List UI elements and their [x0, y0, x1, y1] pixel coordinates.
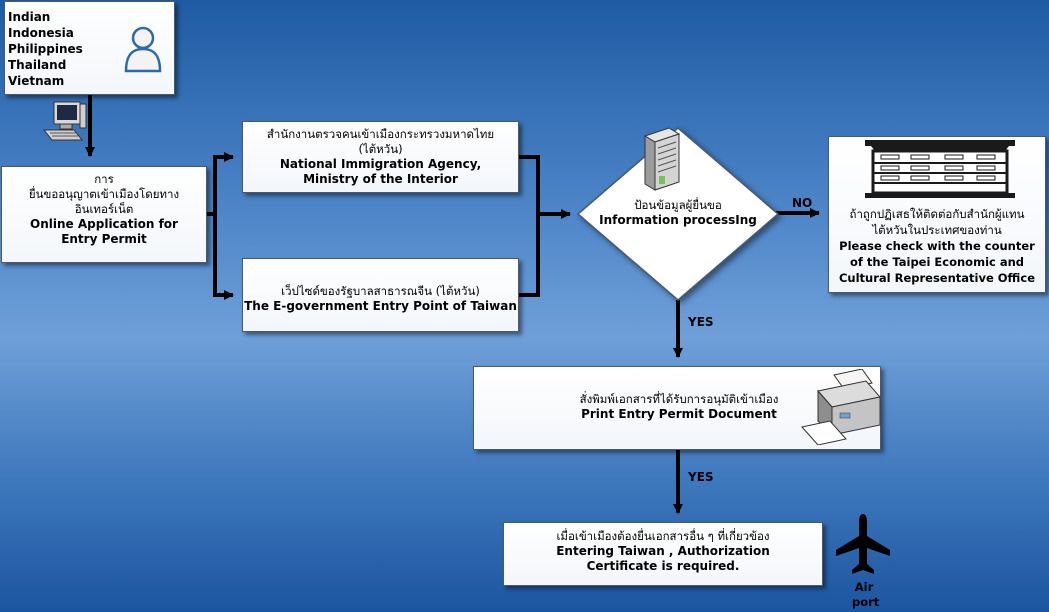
online-english: Online Application for Entry Permit: [30, 217, 178, 246]
arrow-to-egov: [213, 214, 234, 300]
nia-thai-line1: สำนักงานตรวจคนเข้าเมืองกระทรวงมหาดไทย: [266, 127, 495, 141]
connector-egov-out: [519, 214, 540, 297]
countries-box: Indian Indonesia Philippines Thailand Vi…: [4, 1, 175, 95]
printer-icon: [801, 369, 881, 445]
print-thai: สั่งพิมพ์เอกสารที่ได้รับการอนุมัติเข้าเม…: [579, 392, 779, 406]
online-application-box: การ ยื่นขออนุญาตเข้าเมืองโดยทาง อินเทอร์…: [1, 166, 207, 263]
country-item: Vietnam: [8, 74, 65, 88]
building-icon: [865, 140, 1015, 198]
airport-label: Air port: [852, 580, 880, 609]
yes-label-1: YES: [688, 315, 714, 329]
online-thai-line1: การ: [94, 172, 114, 186]
country-item: Indian: [8, 10, 51, 24]
office-thai: ถ้าถูกปฏิเสธให้ติดต่อกับสำนักผู้แทนไต้หว…: [849, 207, 1025, 237]
connector-nia-out: [519, 155, 540, 214]
online-thai-line2: ยื่นขออนุญาตเข้าเมืองโดยทาง: [28, 187, 180, 201]
nia-english-line2: Ministry of the Interior: [303, 172, 458, 186]
computer-icon: [42, 101, 87, 141]
entering-thai: เมื่อเข้าเมืองต้องยื่นเอกสารอื่น ๆ ที่เก…: [556, 529, 770, 543]
yes-label-2: YES: [688, 470, 714, 484]
arrow-to-nia: [213, 152, 234, 214]
print-box: สั่งพิมพ์เอกสารที่ได้รับการอนุมัติเข้าเม…: [473, 366, 881, 450]
nia-thai-line2: (ไต้หวัน): [358, 142, 403, 156]
country-item: Indonesia: [8, 26, 74, 40]
decision-thai: ป้อนข้อมูลผู้ยื่นขอ: [634, 198, 722, 212]
airplane-icon: [836, 514, 890, 574]
country-item: Thailand: [8, 58, 67, 72]
user-icon: [124, 26, 162, 73]
office-box: ถ้าถูกปฏิเสธให้ติดต่อกับสำนักผู้แทนไต้หว…: [828, 136, 1046, 293]
no-label: NO: [792, 196, 813, 210]
print-english: Print Entry Permit Document: [581, 407, 777, 421]
country-item: Philippines: [8, 42, 83, 56]
entering-box: เมื่อเข้าเมืองต้องยื่นเอกสารอื่น ๆ ที่เก…: [503, 522, 823, 586]
egov-thai: เว็ปไซด์ของรัฐบาลสาธารณจีน (ไต้หวัน): [281, 284, 480, 298]
server-icon: [643, 127, 681, 191]
decision-text: ป้อนข้อมูลผู้ยื่นขอ Information processI…: [598, 198, 758, 228]
office-english: Please check with the counter of the Tai…: [838, 239, 1036, 285]
national-immigration-box: สำนักงานตรวจคนเข้าเมืองกระทรวงมหาดไทย (ไ…: [242, 121, 519, 193]
entering-english: Entering Taiwan , Authorization Certific…: [556, 544, 770, 573]
egov-box: เว็ปไซด์ของรัฐบาลสาธารณจีน (ไต้หวัน) The…: [242, 258, 519, 332]
online-thai-line3: อินเทอร์เน็ต: [74, 202, 134, 216]
egov-english: The E-government Entry Point of Taiwan: [244, 299, 517, 313]
decision-english: Information processIng: [599, 213, 757, 227]
decision-diamond: [576, 127, 780, 301]
nia-english-line1: National Immigration Agency,: [279, 157, 482, 171]
